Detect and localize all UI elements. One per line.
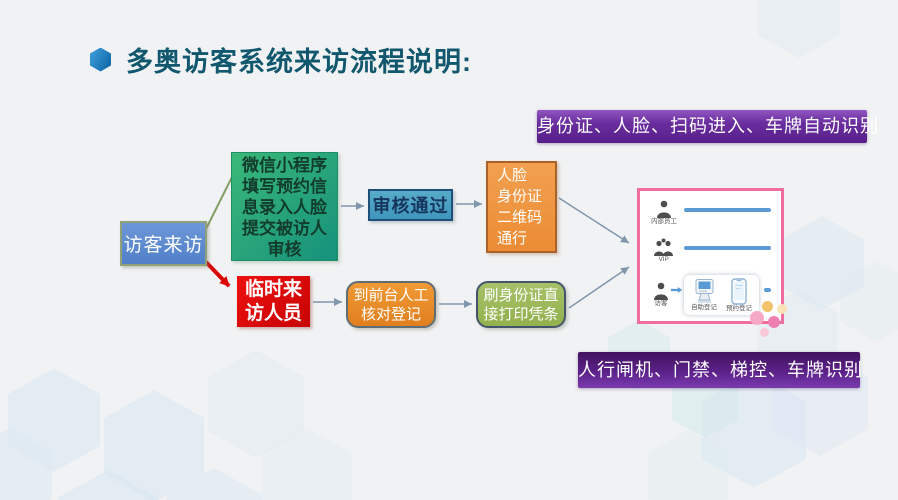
person-icon — [657, 200, 671, 218]
vip-icon — [654, 238, 673, 256]
flow-box-review-approved: 审核通过 — [368, 189, 453, 221]
banner-entry-methods: 身份证、人脸、扫码进入、车牌自动识别 — [537, 110, 878, 143]
panel-row-visitor: 访客 自助登记 — [650, 275, 771, 315]
arrow-right-icon — [671, 287, 683, 293]
panel-row-vip: VIP — [650, 238, 771, 264]
panel-row-employee: 内部员工 — [650, 200, 771, 226]
hexagon-bullet-icon — [90, 47, 111, 72]
registration-device-card: 自助登记 预约登记 — [684, 275, 760, 315]
banner-access-devices: 人行闸机、门禁、梯控、车牌识别 — [578, 352, 862, 388]
title-row: 多奥访客系统来访流程说明: — [90, 40, 472, 79]
access-line — [684, 208, 771, 212]
hexagon-decoration — [208, 350, 304, 458]
flow-box-front-desk-register: 到前台人工 核对登记 — [346, 281, 436, 328]
page-title: 多奥访客系统来访流程说明: — [126, 47, 472, 77]
balloon-decoration — [748, 295, 794, 343]
phone-icon — [731, 278, 747, 305]
device-label: 自助登记 — [691, 304, 718, 311]
flow-box-print-slip: 刷身份证直 接打印凭条 — [476, 281, 566, 328]
person-icon — [653, 282, 668, 300]
flow-box-visitor-arrives: 访客来访 — [120, 221, 207, 266]
access-panel: 内部员工 VIP — [637, 188, 784, 324]
kiosk-icon — [695, 279, 714, 303]
flow-box-wechat-appointment: 微信小程序 填写预约信 息录入人脸 提交被访人 审核 — [231, 152, 338, 261]
access-line-short — [764, 288, 771, 292]
device-label: 预约登记 — [726, 305, 753, 312]
panel-row-label: VIP — [658, 255, 670, 263]
flow-box-temporary-visitor: 临时来 访人员 — [237, 276, 310, 327]
access-line — [684, 245, 771, 250]
panel-row-label: 内部员工 — [651, 218, 677, 225]
flow-box-pass-methods: 人脸 身份证 二维码 通行 — [486, 161, 557, 253]
panel-row-label: 访客 — [654, 300, 667, 307]
